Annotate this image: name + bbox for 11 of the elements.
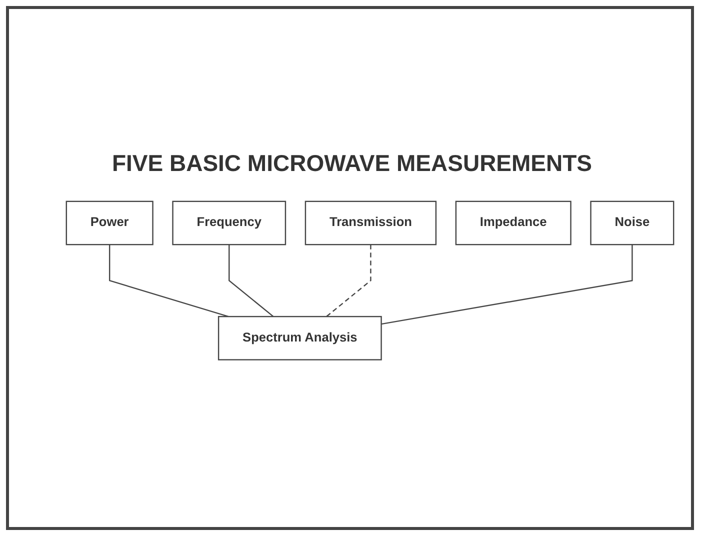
node-box: Frequency [172,200,286,246]
node-box: Impedance [455,200,572,246]
node-box: Noise [590,200,674,246]
node-box: Spectrum Analysis [218,316,382,360]
connector [381,244,633,325]
connector [109,244,229,318]
connector [228,244,274,318]
title: FIVE BASIC MICROWAVE MEASUREMENTS [110,150,594,177]
node-box: Transmission [304,200,437,246]
connector [326,244,372,318]
node-box: Power [66,200,154,246]
